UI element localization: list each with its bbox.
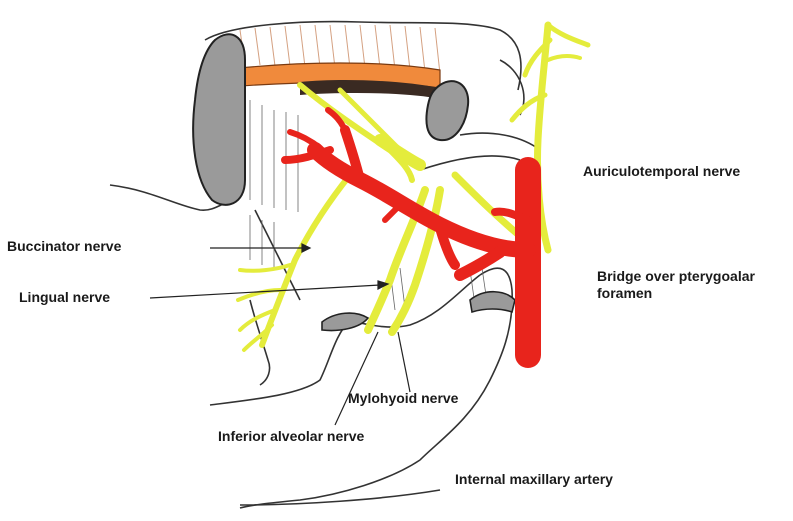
buccinator-branch-1 (240, 265, 290, 271)
label-mylohyoid-nerve: Mylohyoid nerve (348, 390, 458, 407)
pterygoid-spine (470, 292, 515, 312)
label-bridge-over-pterygoalar-foramen: Bridge over pterygoalar foramen (597, 268, 755, 302)
label-buccinator-nerve: Buccinator nerve (7, 238, 121, 255)
auriculotemporal-branch-4 (548, 56, 580, 60)
label-inferior-alveolar-nerve: Inferior alveolar nerve (218, 428, 364, 445)
label-bridge-line1: Bridge over pterygoalar (597, 268, 755, 285)
label-internal-maxillary-artery: Internal maxillary artery (455, 471, 613, 488)
artery-loop-lower (460, 252, 500, 275)
label-lingual-nerve: Lingual nerve (19, 289, 110, 306)
label-bridge-line2: foramen (597, 285, 755, 302)
artery-branch-left-2 (290, 132, 320, 148)
auriculotemporal-branch-1 (548, 25, 588, 45)
lingula-bone (322, 313, 368, 330)
inferior-alveolar-leader (335, 332, 378, 425)
lingual-leader (150, 285, 380, 298)
condyle-bone (193, 34, 245, 205)
label-auriculotemporal-nerve: Auriculotemporal nerve (583, 163, 740, 180)
mylohyoid-leader (398, 332, 410, 392)
